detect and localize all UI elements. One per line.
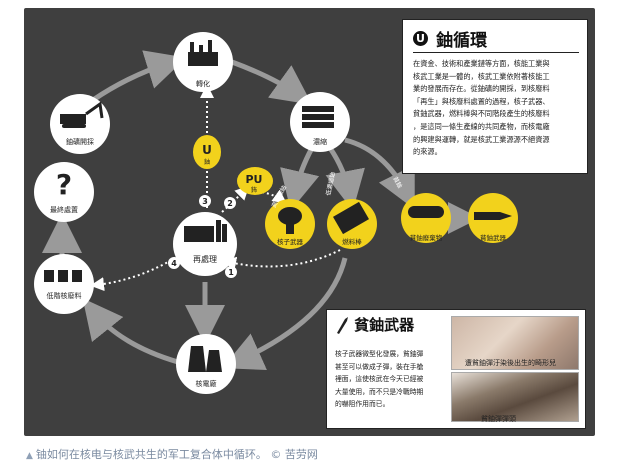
arrow-fuelrod-to-plant <box>222 257 348 371</box>
step-2-number: 2 <box>227 199 233 208</box>
info-line: ，是這同一條生產線的共同產物，而核電廠 <box>413 121 550 131</box>
badge-uranium-letter: U <box>202 143 212 157</box>
arrow-mining-to-conversion <box>91 50 187 103</box>
dotted-reprocess-to-lowwaste <box>90 254 181 292</box>
label-reprocessing: 再處理 <box>193 254 217 264</box>
photo-deformed-infant <box>451 316 579 370</box>
info-line: 業的發展而存在。從鈾礦的開採，到核廢料 <box>413 84 550 94</box>
badge-plutonium-letter: PU <box>246 173 263 186</box>
node-du-weapon <box>468 193 518 243</box>
node-reprocessing <box>173 212 237 276</box>
node-final-disposal <box>34 162 94 222</box>
info-box-body: 在資金、技術和產業鏈等方面，核能工業與 核武工業是一體的，核武工業依附著核能工 … <box>413 58 583 159</box>
label-du-weapon: 貧鈾武器 <box>480 233 507 242</box>
caption-text: 铀如何在核电与核武共生的军工复合体中循环。 © 苦劳网 <box>35 448 318 461</box>
info-box-header: U 鈾循環 <box>413 26 487 51</box>
arrow-enrich-to-du <box>344 137 415 210</box>
triangle-icon: ▲ <box>26 451 33 461</box>
label-conversion: 轉化 <box>196 79 210 88</box>
arrow-label-low-enriched: 低濃縮鈾 <box>324 171 337 196</box>
label-low-level-waste: 低階核廢料 <box>47 291 82 300</box>
arrow-plant-to-lowwaste <box>82 298 179 365</box>
label-du-waste: 貧鈾廢棄物 <box>410 233 443 242</box>
label-nuclear-weapon: 核子武器 <box>277 237 304 246</box>
du-line: 核子武器微型化發展，貧鈾彈 <box>335 350 424 358</box>
node-conversion <box>173 32 233 92</box>
du-line: 裡面，這使核武在今天已經被 <box>335 375 424 383</box>
badge-uranium-label: 鈾 <box>204 158 210 166</box>
info-line: 「再生」與核廢料處置的過程，核子武器、 <box>413 96 550 106</box>
photo-caption-infant: 遭貧鈾彈汙染後出生的畸形兒 <box>465 359 556 367</box>
label-enrichment: 濃縮 <box>313 137 327 146</box>
photo-caption-warhead: 貧鈾彈彈頭 <box>481 415 516 423</box>
arrow-conversion-to-enrichment <box>231 59 313 105</box>
info-line: 的來源。 <box>413 147 442 157</box>
label-fuel-rod: 燃料棒 <box>342 237 362 246</box>
bullet-icon <box>337 316 348 334</box>
badge-uranium <box>193 135 221 169</box>
dotted-fuel-to-reprocess <box>222 249 341 271</box>
question-mark: ? <box>56 168 72 201</box>
node-low-level-waste <box>34 254 94 314</box>
info-line: 在資金、技術和產業鏈等方面，核能工業與 <box>413 59 550 68</box>
step-3-number: 3 <box>202 197 208 206</box>
du-weapons-box: 貧鈾武器 核子武器微型化發展，貧鈾彈 甚至可以做成子彈，裝在手槍 裡面，這使核武… <box>326 309 586 429</box>
info-box-divider <box>413 52 579 53</box>
info-line: 的興建與運轉，就是核武工業源源不絕資源 <box>413 134 550 144</box>
badge-plutonium <box>237 167 273 195</box>
node-nuclear-weapon <box>265 199 315 249</box>
label-final-disposal: 最終處置 <box>50 205 78 214</box>
info-line: 貧鈾武器，燃料棒與不同階段產生的核廢料 <box>413 109 550 119</box>
du-box-body: 核子武器微型化發展，貧鈾彈 甚至可以做成子彈，裝在手槍 裡面，這使核武在今天已經… <box>335 348 451 411</box>
uranium-badge-icon: U <box>413 31 428 46</box>
node-du-waste <box>401 193 451 243</box>
step-1-number: 1 <box>228 268 234 277</box>
du-box-header: 貧鈾武器 <box>335 314 414 335</box>
photo-du-warhead <box>451 372 579 422</box>
node-enrichment <box>290 92 350 152</box>
du-line: 大量使用，而不只是冷戰時期 <box>335 387 424 396</box>
label-nuclear-plant: 核電廠 <box>196 379 217 388</box>
du-box-title: 貧鈾武器 <box>354 316 415 334</box>
arrow-enrich-to-weapon <box>280 146 320 211</box>
node-mining <box>50 94 110 154</box>
info-box-title: 鈾循環 <box>436 31 488 51</box>
uranium-cycle-info-box: U 鈾循環 在資金、技術和產業鏈等方面，核能工業與 核武工業是一體的，核武工業依… <box>402 19 588 174</box>
step-4 <box>168 257 180 269</box>
step-2 <box>224 197 236 209</box>
arrow-enrich-to-fuel <box>325 146 365 211</box>
node-nuclear-plant <box>176 334 236 394</box>
step-4-number: 4 <box>171 259 177 268</box>
node-fuel-rod <box>327 199 377 249</box>
info-line: 核武工業是一體的，核武工業依附著核能工 <box>413 71 550 81</box>
step-3 <box>199 195 211 207</box>
du-line: 的嚇阻作用而已。 <box>335 400 390 408</box>
figure-caption: ▲铀如何在核电与核武共生的军工复合体中循环。 © 苦劳网 <box>26 446 318 462</box>
step-1 <box>225 266 237 278</box>
badge-plutonium-label: 鈽 <box>251 186 257 194</box>
label-mining: 鈾礦開採 <box>66 137 94 146</box>
du-line: 甚至可以做成子彈，裝在手槍 <box>335 362 424 371</box>
